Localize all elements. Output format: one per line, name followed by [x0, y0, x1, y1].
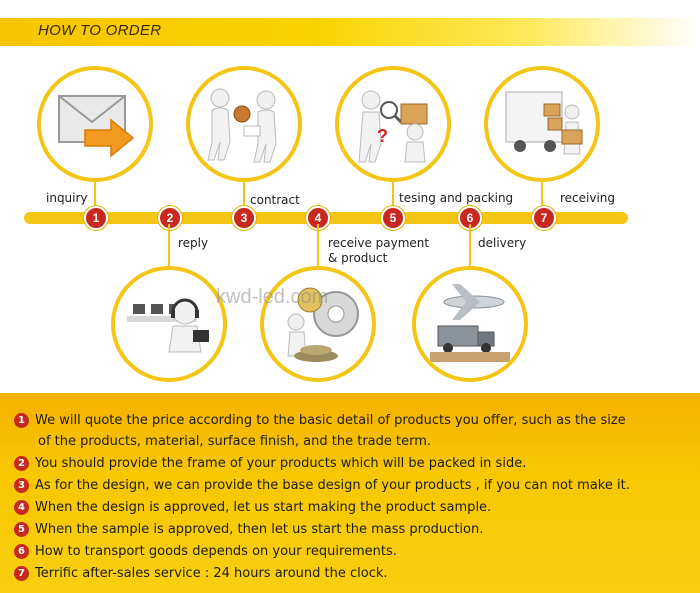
note-5-number: 5 [14, 522, 29, 537]
note-6-number: 6 [14, 544, 29, 559]
note-1: 1 We will quote the price according to th… [14, 413, 626, 428]
step-5-label: tesing and packing [399, 191, 514, 205]
delivery-truck-icon [505, 91, 583, 155]
note-4-number: 4 [14, 500, 29, 515]
money-gears-icon [287, 287, 359, 362]
svg-text:?: ? [377, 126, 388, 146]
note-3-number: 3 [14, 478, 29, 493]
note-3: 3 As for the design, we can provide the b… [14, 478, 630, 493]
step-3-label: contract [250, 193, 300, 207]
step-6-connector [469, 224, 471, 268]
note-1-number: 1 [14, 413, 29, 428]
envelope-arrow-icon [58, 95, 135, 158]
step-4-label: receive payment & product [328, 236, 429, 266]
step-5-connector [392, 182, 394, 214]
step-2-image [111, 266, 227, 382]
step-7-label: receiving [560, 191, 616, 205]
note-3-text: As for the design, we can provide the ba… [35, 478, 630, 493]
note-5-text: When the sample is approved, then let us… [35, 522, 484, 537]
watermark: kwd-led.com [216, 286, 329, 308]
airplane-truck-icon [430, 284, 510, 362]
step-2-connector [168, 224, 170, 268]
handshake-figures-icon [207, 88, 277, 163]
page-title: HOW TO ORDER [38, 22, 162, 39]
note-7: 7 Terrific after-sales service : 24 hours… [14, 566, 388, 581]
note-1-text: We will quote the price according to the… [35, 413, 626, 428]
step-1-image [37, 66, 153, 182]
step-7-marker: 7 [532, 206, 556, 230]
call-center-icon [127, 298, 209, 353]
step-1-connector [94, 182, 96, 214]
step-6-label: delivery [478, 236, 527, 250]
note-7-number: 7 [14, 566, 29, 581]
step-2-marker: 2 [158, 206, 182, 230]
note-2-text: You should provide the frame of your pro… [35, 456, 527, 471]
step-2-label: reply [178, 236, 209, 250]
note-2: 2 You should provide the frame of your pr… [14, 456, 526, 471]
header-bar [0, 18, 700, 46]
note-6: 6 How to transport goods depends on your … [14, 544, 397, 559]
notes-panel [0, 393, 700, 593]
note-4-text: When the design is approved, let us star… [35, 500, 492, 515]
note-1-continuation: of the products, material, surface finis… [38, 434, 432, 449]
note-4: 4 When the design is approved, let us sta… [14, 500, 491, 515]
step-7-image [484, 66, 600, 182]
note-5: 5 When the sample is approved, then let u… [14, 522, 483, 537]
note-7-text: Terrific after-sales service : 24 hours … [35, 566, 388, 581]
step-7-connector [541, 182, 543, 214]
step-4-label-line2: & product [328, 251, 388, 265]
step-5-marker: 5 [381, 206, 405, 230]
step-4-label-line1: receive payment [328, 236, 430, 250]
step-5-image: ? [335, 66, 451, 182]
step-3-connector [243, 182, 245, 214]
step-1-label: inquiry [46, 191, 88, 205]
step-6-image [412, 266, 528, 382]
step-4-connector [317, 224, 319, 268]
step-3-marker: 3 [232, 206, 256, 230]
step-3-image [186, 66, 302, 182]
note-6-text: How to transport goods depends on your r… [35, 544, 397, 559]
step-1-marker: 1 [84, 206, 108, 230]
step-4-image [260, 266, 376, 382]
inspection-figure-icon: ? [358, 90, 428, 163]
note-2-number: 2 [14, 456, 29, 471]
